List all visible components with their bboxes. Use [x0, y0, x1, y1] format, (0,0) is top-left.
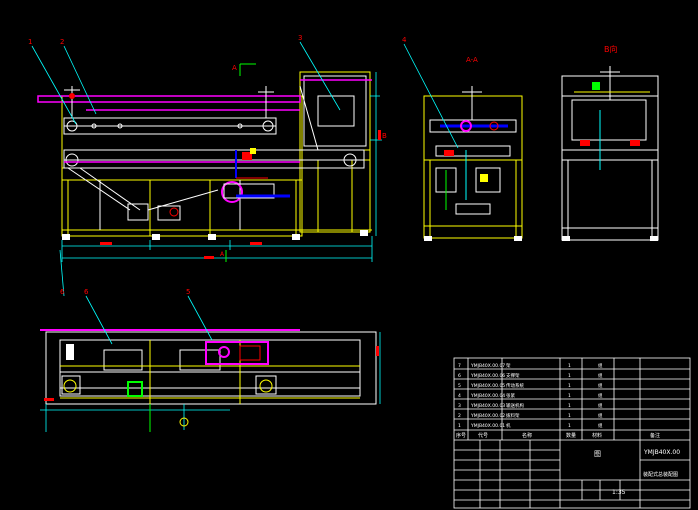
plan-marks: [44, 346, 379, 432]
bom-rows: 7 YMJB40X.00.07 架 1 组 6 YMJB40X.00.06 支撑…: [458, 362, 603, 429]
scale-value: 1:35: [612, 489, 626, 496]
bom-mat: 组: [598, 402, 603, 409]
bom-header-cell: 代号: [478, 432, 488, 439]
bom-qty: 1: [568, 383, 571, 389]
bom-header-cell: 材料: [592, 432, 602, 439]
front-dimensions: [61, 72, 382, 262]
callout-6: 6: [60, 288, 65, 296]
bom-header-cell: 备注: [650, 432, 660, 439]
section-frame: [423, 95, 523, 239]
plan-frame: [45, 331, 377, 405]
section-mark-label: A: [232, 64, 237, 72]
front-feet: [62, 230, 368, 240]
title-block: 7 YMJB40X.00.07 架 1 组 6 YMJB40X.00.06 支撑…: [453, 357, 691, 509]
bom-name: 张紧: [506, 392, 515, 399]
drawing-title: 装配式总装配图: [643, 471, 678, 478]
bom-qty: 1: [568, 373, 571, 379]
front-view: A A B: [37, 63, 387, 262]
bom-mat: 组: [598, 382, 603, 389]
section-parts: [429, 86, 517, 215]
bom-name: 支撑架: [506, 372, 520, 379]
plan-dimensions: [40, 332, 381, 432]
bom-header-cell: 数量: [566, 432, 576, 439]
bom-qty: 1: [568, 363, 571, 369]
plan-view: [40, 329, 381, 432]
bom-mat: 组: [598, 392, 603, 399]
bom-header: 序号 代号 名称 数量 材料 备注: [456, 432, 660, 439]
section-mark-b-label: B: [382, 132, 387, 140]
bom-code: YMJB40X.00.07: [470, 363, 505, 369]
bom-qty: 1: [568, 413, 571, 419]
bom-row: 5 YMJB40X.00.05 传动系统 1 组: [458, 382, 603, 389]
front-chain: [37, 79, 372, 163]
callout-1: 1: [28, 38, 32, 46]
callout-6b: 6: [84, 288, 89, 296]
callout-3: 3: [298, 34, 302, 42]
bom-row: 6 YMJB40X.00.06 支撑架 1 组: [458, 372, 603, 379]
bom-name: 机: [506, 422, 511, 429]
section-view-aa: A-A: [423, 56, 523, 241]
bottom-mark-label: A: [220, 251, 225, 258]
plan-colored: [63, 341, 273, 397]
front-conveyor: [63, 75, 367, 230]
bom-code: YMJB40X.00.06: [470, 373, 505, 379]
bom-qty: 1: [568, 403, 571, 409]
bom-code: YMJB40X.00.03: [470, 403, 505, 409]
bom-header-cell: 序号: [456, 432, 466, 439]
side-frame: [561, 66, 659, 241]
bom-no: 3: [458, 403, 461, 409]
bom-mat: 组: [598, 362, 603, 369]
bom-code: YMJB40X.00.05: [470, 383, 505, 389]
front-drive: [169, 148, 290, 217]
bom-row: 4 YMJB40X.00.04 张紧 1 组: [458, 392, 603, 399]
bom-mat: 组: [598, 412, 603, 419]
section-feet: [424, 236, 522, 241]
section-colored: [440, 120, 508, 210]
bom-mat: 组: [598, 422, 603, 429]
bom-no: 5: [458, 383, 461, 389]
bom-code: YMJB40X.00.01: [470, 423, 505, 429]
bom-row: 1 YMJB40X.00.01 机 1 组: [458, 422, 603, 429]
bom-no: 4: [458, 393, 461, 399]
bom-name: 输送机构: [506, 402, 524, 409]
bom-name: 拨料架: [506, 412, 520, 419]
bom-mat: 组: [598, 372, 603, 379]
drawing-number: YMJB40X.00: [643, 449, 680, 456]
bom-row: 3 YMJB40X.00.03 输送机构 1 组: [458, 402, 603, 409]
bom-grid: [453, 357, 691, 509]
bom-header-cell: 名称: [522, 432, 532, 439]
bom-code: YMJB40X.00.04: [470, 393, 505, 399]
bom-code: YMJB40X.00.02: [470, 413, 505, 419]
section-mark-a: A A: [220, 63, 256, 262]
side-colored: [574, 82, 650, 170]
bom-qty: 1: [568, 393, 571, 399]
bom-name: 传动系统: [506, 382, 524, 389]
bom-row: 2 YMJB40X.00.02 拨料架 1 组: [458, 412, 603, 419]
bom-no: 7: [458, 363, 461, 369]
callout-4: 4: [402, 36, 407, 44]
side-view-b: B向: [561, 44, 659, 241]
bom-no: 6: [458, 373, 461, 379]
leader-lines: [31, 41, 459, 345]
callout-labels: 1 2 3 4 5 6 6: [28, 34, 407, 296]
bom-no: 1: [458, 423, 461, 429]
bom-row: 7 YMJB40X.00.07 架 1 组: [458, 362, 603, 369]
bom-qty: 1: [568, 423, 571, 429]
front-dimension-values: [100, 130, 381, 259]
callout-2: 2: [60, 38, 64, 46]
bom-name: 架: [506, 363, 511, 369]
callout-5: 5: [186, 288, 190, 296]
side-feet: [562, 236, 658, 241]
title-main: 图: [594, 450, 601, 458]
front-adjusters: [64, 86, 274, 118]
section-view-label: A-A: [466, 56, 478, 64]
side-view-label: B向: [604, 44, 618, 54]
bom-no: 2: [458, 413, 461, 419]
